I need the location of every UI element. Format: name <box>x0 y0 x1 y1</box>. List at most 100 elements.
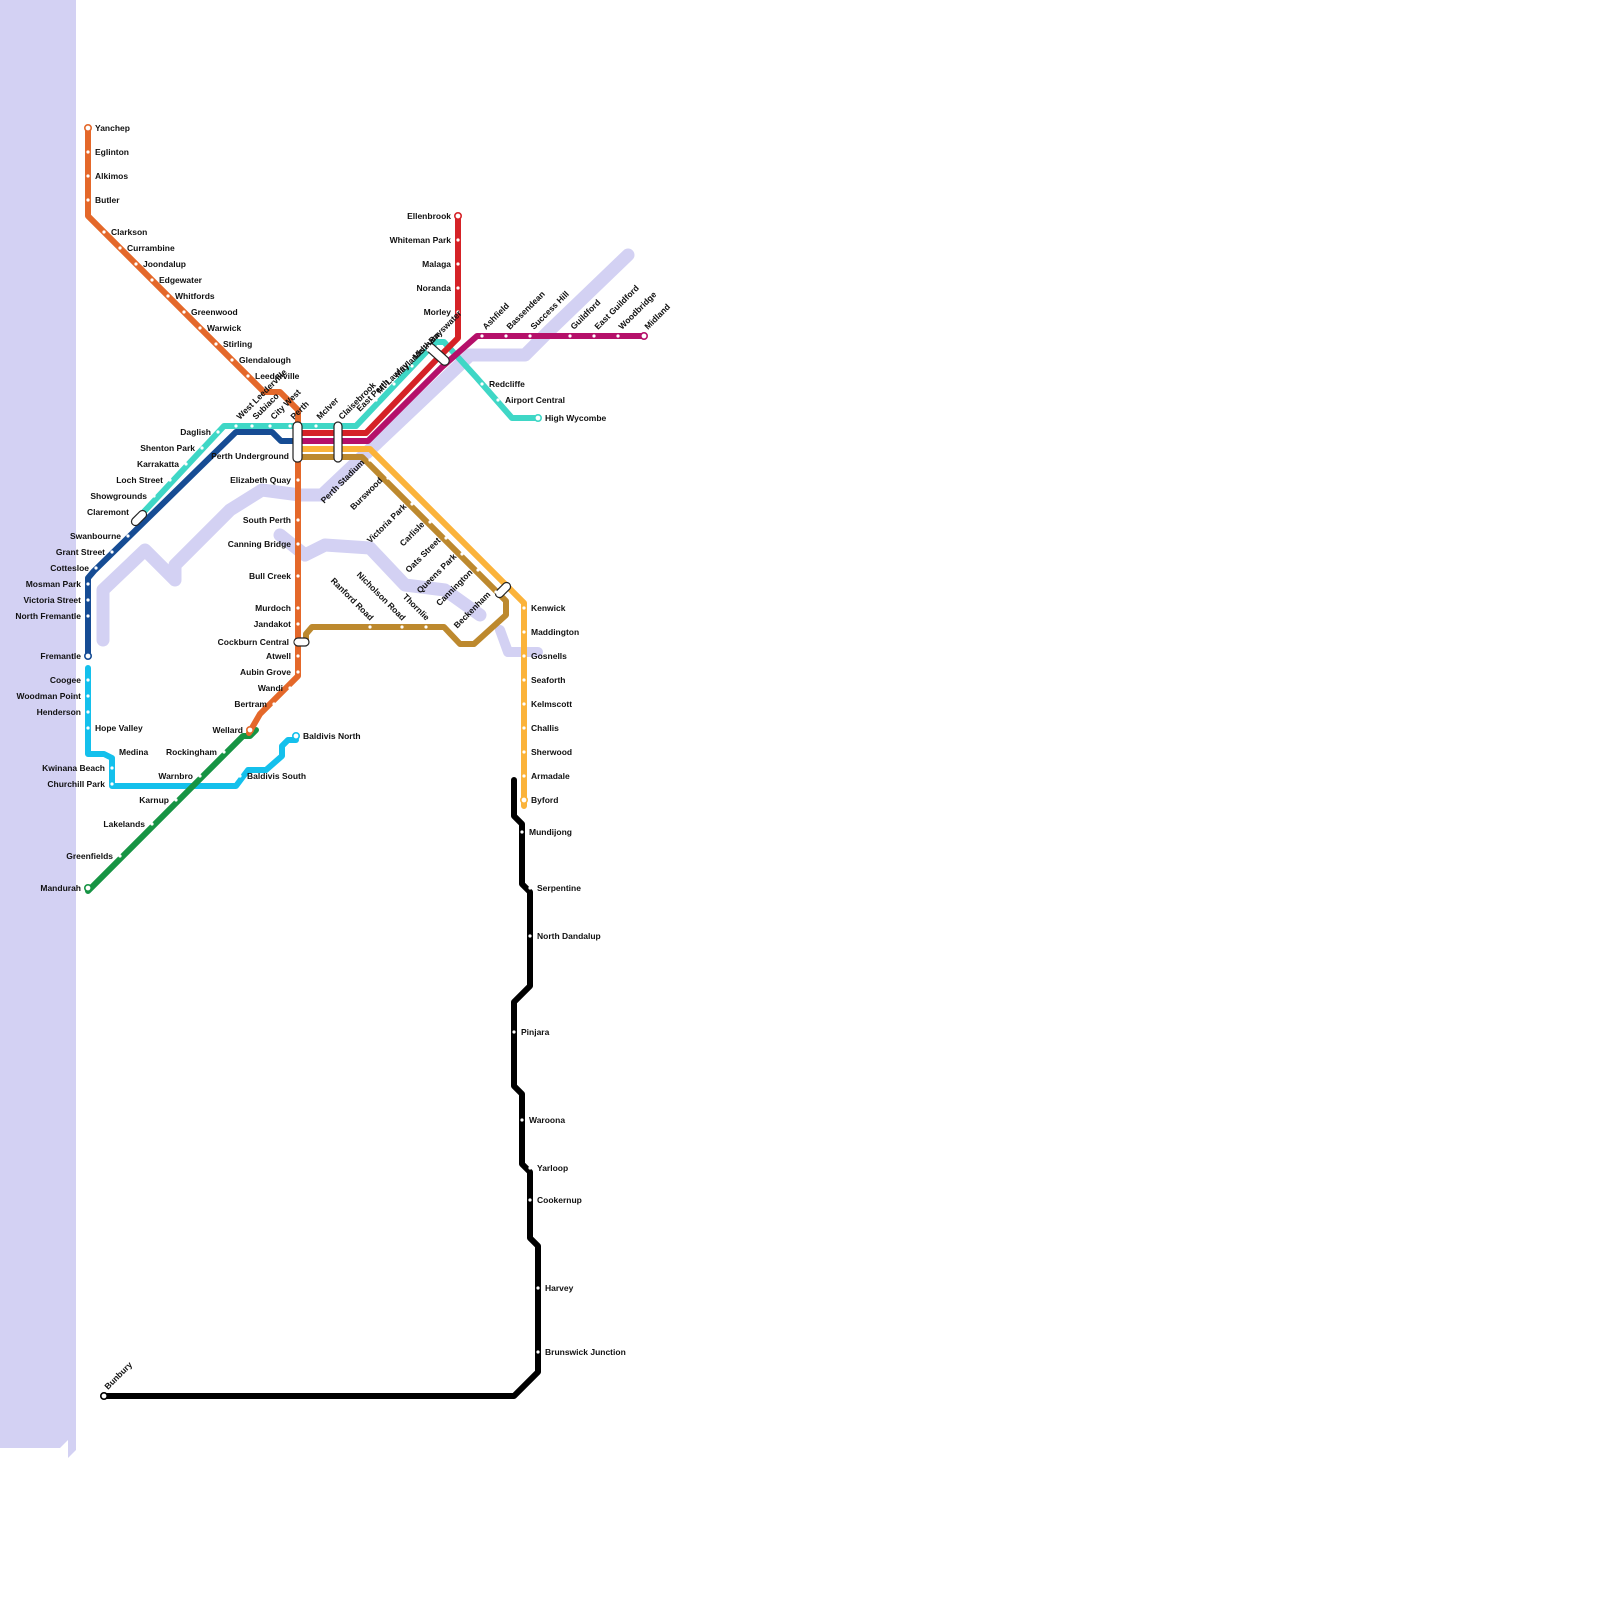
station-leederville[interactable] <box>246 374 250 378</box>
airport-line[interactable] <box>137 339 541 519</box>
station-harvey[interactable] <box>536 1286 540 1290</box>
station-pinjara[interactable] <box>512 1030 516 1034</box>
station-baldivis-north[interactable] <box>291 731 300 740</box>
station-queens-park[interactable] <box>460 552 464 556</box>
fremantle-line[interactable] <box>85 429 301 659</box>
mandurah-line[interactable] <box>85 727 259 894</box>
station-sherwood[interactable] <box>522 750 526 754</box>
station-cottesloe[interactable] <box>94 566 98 570</box>
station-showgrounds[interactable] <box>152 494 156 498</box>
station-ellenbrook[interactable] <box>453 212 462 221</box>
station-victoria-park[interactable] <box>410 502 414 506</box>
station-serpentine[interactable] <box>528 886 532 890</box>
station-joondalup[interactable] <box>134 262 138 266</box>
station-glendalough[interactable] <box>230 358 234 362</box>
station-byford[interactable] <box>519 795 528 804</box>
station-claisebrook[interactable] <box>336 424 340 428</box>
station-perth-stadium[interactable] <box>368 458 372 462</box>
station-high-wycombe[interactable] <box>533 413 542 422</box>
station-bull-creek[interactable] <box>296 574 300 578</box>
station-perth[interactable] <box>288 424 292 428</box>
station-nicholson-road[interactable] <box>400 625 404 629</box>
station-redcliffe[interactable] <box>480 382 484 386</box>
station-kelmscott[interactable] <box>522 702 526 706</box>
station-beckenham[interactable] <box>494 590 498 594</box>
station-karrakatta[interactable] <box>184 462 188 466</box>
station-clarkson[interactable] <box>102 230 106 234</box>
station-loch-street[interactable] <box>168 478 172 482</box>
station-subiaco[interactable] <box>250 424 254 428</box>
station-mosman-park[interactable] <box>86 582 90 586</box>
station-airport-central[interactable] <box>496 398 500 402</box>
station-mundijong[interactable] <box>520 830 524 834</box>
station-whitfords[interactable] <box>166 294 170 298</box>
station-yanchep[interactable] <box>84 124 93 133</box>
station-woodman-point[interactable] <box>86 694 90 698</box>
station-mt-lawley[interactable] <box>374 398 378 402</box>
station-cookernup[interactable] <box>528 1198 532 1202</box>
claremont-interchange[interactable] <box>130 509 148 527</box>
station-guildford[interactable] <box>568 334 572 338</box>
station-maylands[interactable] <box>392 382 396 386</box>
station-north-dandalup[interactable] <box>528 934 532 938</box>
station-cockburn-central[interactable] <box>294 640 298 644</box>
station-shenton-park[interactable] <box>200 446 204 450</box>
station-elizabeth-quay[interactable] <box>296 478 300 482</box>
station-ashfield[interactable] <box>480 334 484 338</box>
station-medina[interactable] <box>110 750 114 754</box>
station-bassendean[interactable] <box>504 334 508 338</box>
station-gosnells[interactable] <box>522 654 526 658</box>
station-jandakot[interactable] <box>296 622 300 626</box>
station-mciver[interactable] <box>314 424 318 428</box>
station-victoria-street[interactable] <box>86 598 90 602</box>
station-aubin-grove[interactable] <box>296 670 300 674</box>
claisebrook-interchange[interactable] <box>333 421 343 463</box>
station-alkimos[interactable] <box>86 174 90 178</box>
station-east-perth[interactable] <box>354 416 358 420</box>
station-perth-underground[interactable] <box>294 454 298 458</box>
station-currambine[interactable] <box>118 246 122 250</box>
station-butler[interactable] <box>86 198 90 202</box>
station-kenwick[interactable] <box>522 606 526 610</box>
midland-line[interactable] <box>295 333 647 444</box>
station-ranford-road[interactable] <box>368 625 372 629</box>
station-murdoch[interactable] <box>296 606 300 610</box>
station-bertram[interactable] <box>272 702 276 706</box>
rockingham-line[interactable] <box>85 665 299 789</box>
station-cannington[interactable] <box>476 568 480 572</box>
station-mandurah[interactable] <box>84 883 93 892</box>
bayswater-interchange[interactable] <box>424 342 451 367</box>
perth-interchange[interactable] <box>292 421 303 463</box>
cockburn-central-interchange[interactable] <box>293 637 310 647</box>
station-rockingham[interactable] <box>222 750 226 754</box>
station-greenwood[interactable] <box>182 310 186 314</box>
station-bayswater[interactable] <box>426 348 430 352</box>
station-maddington[interactable] <box>522 630 526 634</box>
station-grant-street[interactable] <box>110 550 114 554</box>
station-daglish[interactable] <box>216 430 220 434</box>
station-morley[interactable] <box>456 310 460 314</box>
station-canning-bridge[interactable] <box>296 542 300 546</box>
station-armadale[interactable] <box>522 774 526 778</box>
station-churchill-park[interactable] <box>110 782 114 786</box>
station-meltham[interactable] <box>410 364 414 368</box>
station-seaforth[interactable] <box>522 678 526 682</box>
station-waroona[interactable] <box>520 1118 524 1122</box>
station-wellard[interactable] <box>246 725 255 734</box>
station-success-hill[interactable] <box>528 334 532 338</box>
station-edgewater[interactable] <box>150 278 154 282</box>
station-greenfields[interactable] <box>118 854 122 858</box>
station-south-perth[interactable] <box>296 518 300 522</box>
thornlie-cockburn-line[interactable] <box>295 454 509 647</box>
station-whiteman-park[interactable] <box>456 238 460 242</box>
station-city-west[interactable] <box>268 424 272 428</box>
station-challis[interactable] <box>522 726 526 730</box>
station-north-fremantle[interactable] <box>86 614 90 618</box>
ellenbrook-line[interactable] <box>295 213 461 436</box>
station-brunswick-junction[interactable] <box>536 1350 540 1354</box>
station-thornlie[interactable] <box>424 625 428 629</box>
station-wandi[interactable] <box>288 686 292 690</box>
australind-line[interactable] <box>101 777 541 1399</box>
station-swanbourne[interactable] <box>126 534 130 538</box>
station-warwick[interactable] <box>198 326 202 330</box>
